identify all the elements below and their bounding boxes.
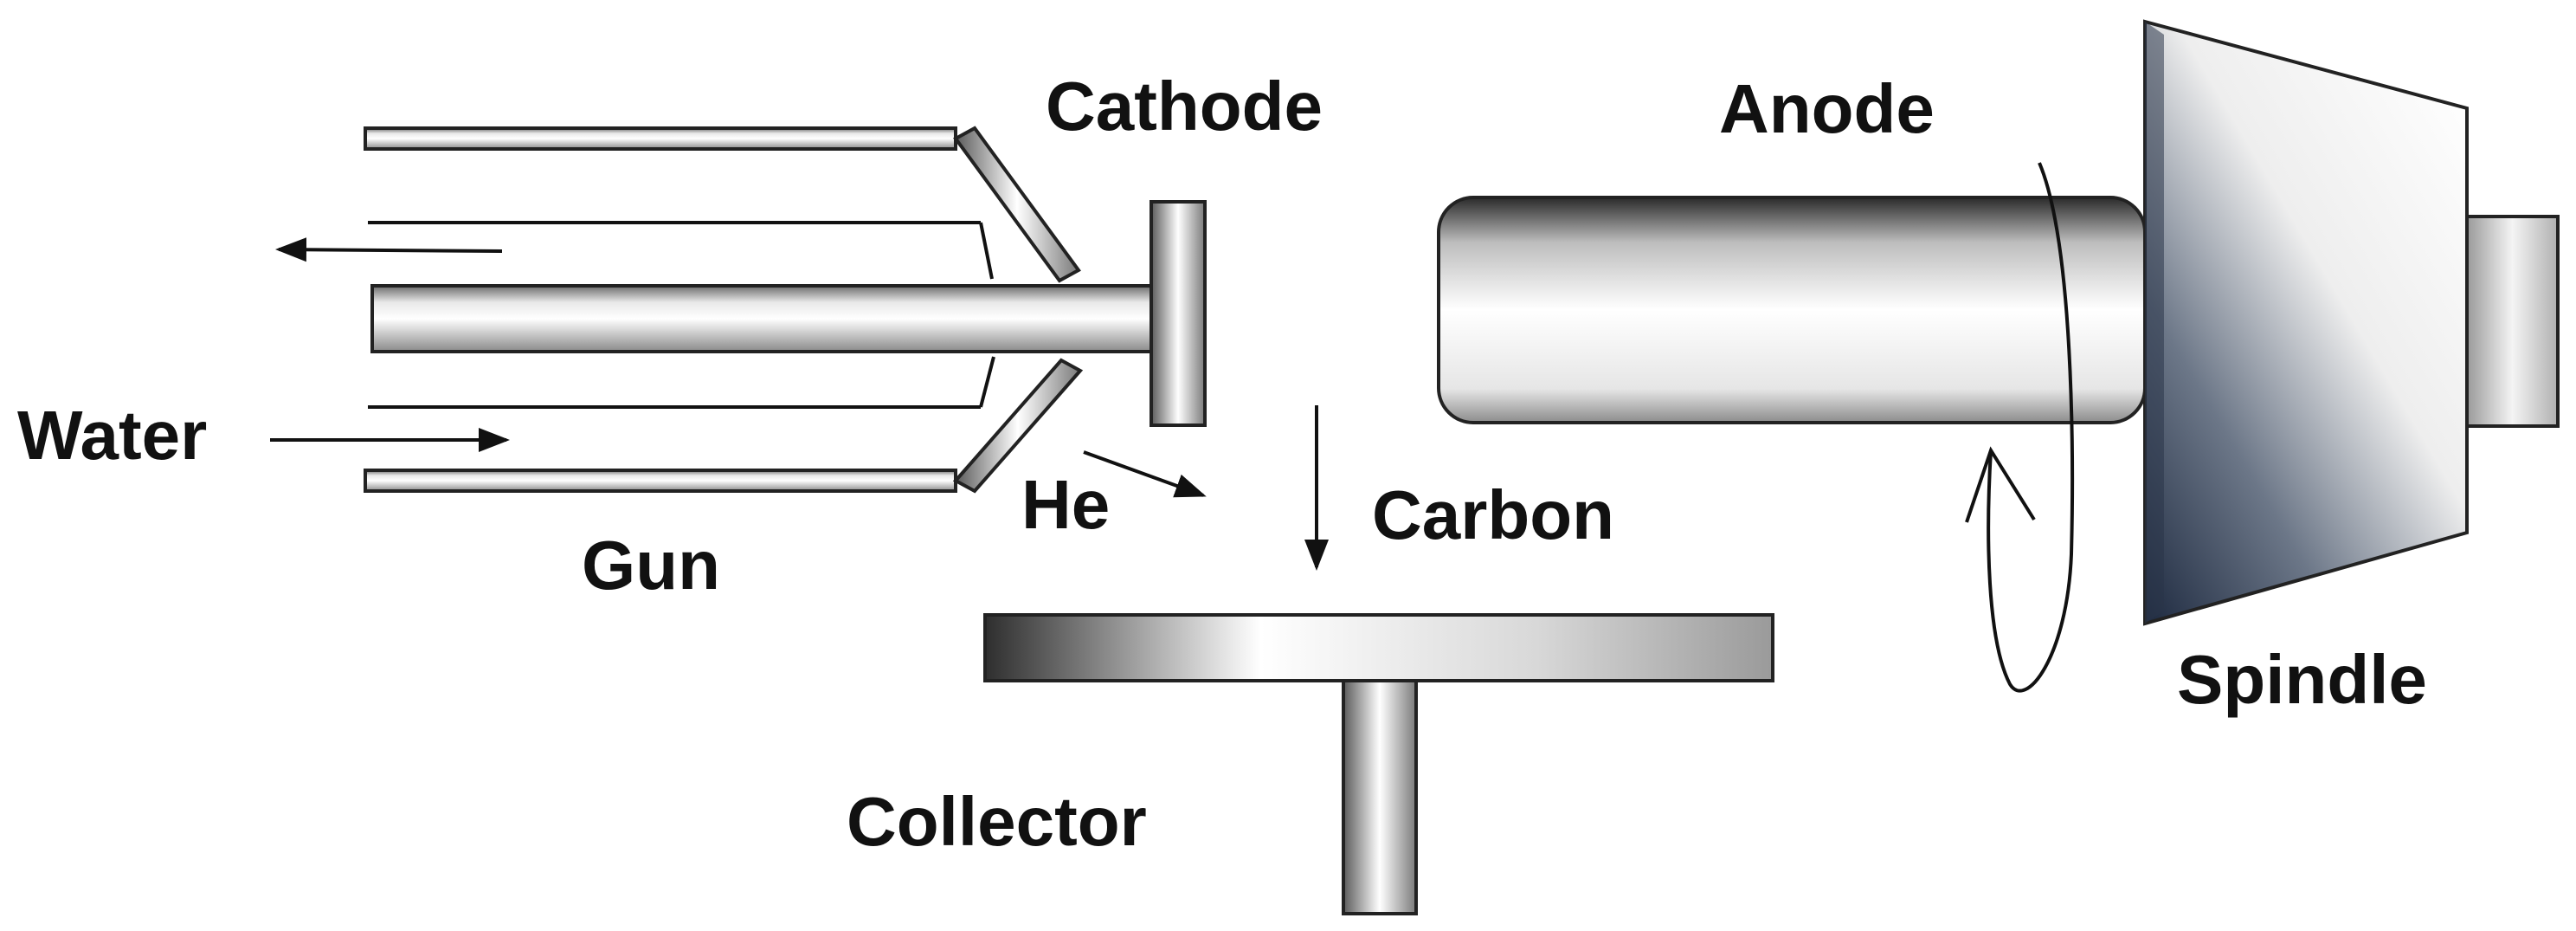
collector-stem: [1342, 672, 1418, 915]
spindle-bevel: [2145, 22, 2164, 624]
collector-bar: [983, 613, 1774, 682]
label-water: Water: [17, 397, 207, 474]
label-anode: Anode: [1719, 70, 1935, 147]
gun-assembly: [364, 126, 1162, 494]
he-flow-arrow: [1083, 450, 1207, 498]
gun-central-rod: [370, 284, 1162, 353]
label-he: He: [1021, 466, 1110, 543]
label-spindle: Spindle: [2177, 641, 2427, 718]
label-gun: Gun: [582, 527, 720, 604]
spindle-body: [2143, 19, 2469, 626]
label-collector: Collector: [847, 783, 1147, 860]
water-out-arrow: [275, 237, 503, 262]
gun-inner-line-bottom-bend: [979, 356, 995, 408]
label-cathode: Cathode: [1046, 68, 1323, 145]
gun-outer-wall-bottom: [364, 469, 957, 493]
spindle-cap: [2465, 215, 2560, 428]
rotation-arrow: [1965, 162, 2075, 693]
anode-rod: [1437, 196, 2147, 424]
gun-nozzle-top: [953, 126, 1081, 283]
cathode-plate: [1150, 200, 1207, 427]
rotation-arrowhead-icon: [1965, 446, 2036, 523]
gun-nozzle-bottom: [952, 358, 1084, 494]
spindle: [2143, 19, 2560, 626]
gun-outer-wall-top: [364, 126, 957, 151]
collector: [983, 613, 1774, 915]
label-carbon: Carbon: [1372, 476, 1614, 553]
gun-inner-line-top-bend: [979, 222, 994, 280]
